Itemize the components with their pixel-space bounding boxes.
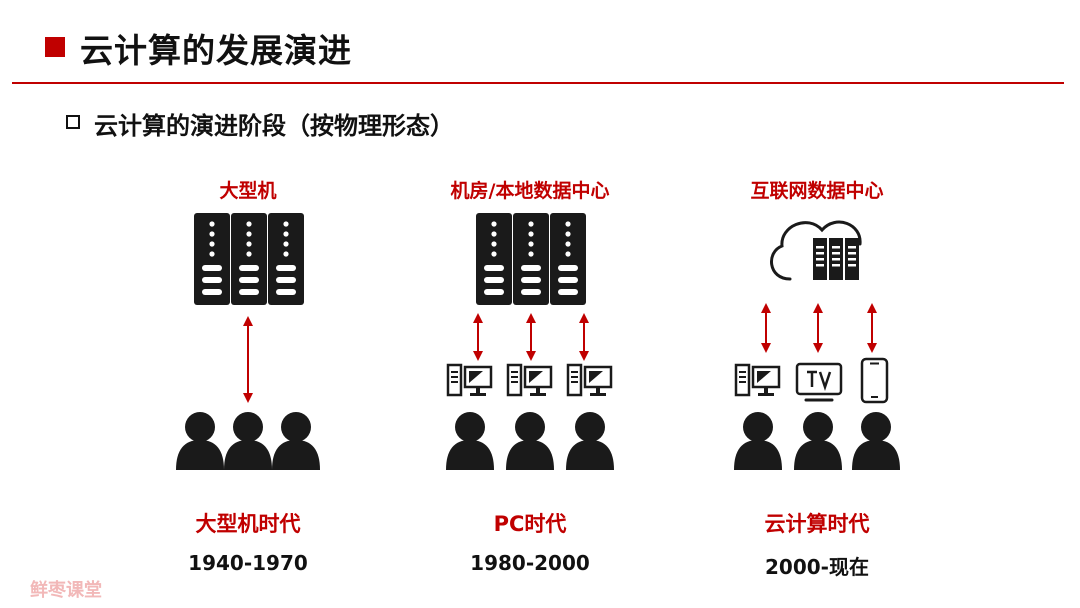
pc-icons <box>446 363 613 398</box>
era-datacenter-label: 机房/本地数据中心 <box>450 180 610 202</box>
smartphone-icon <box>860 357 889 404</box>
era-mainframe-label: 大型机 <box>219 180 277 202</box>
watermark-text: 鲜枣课堂 <box>30 580 102 601</box>
era-mainframe-years: 1940-1970 <box>188 551 308 575</box>
desktop-pc-icon <box>734 363 781 398</box>
title-divider <box>12 82 1064 84</box>
era-mainframe-name: 大型机时代 <box>195 512 301 536</box>
era-pc-years: 1980-2000 <box>470 551 590 575</box>
era-cloud-years: 2000-现在 <box>765 555 869 579</box>
mainframe-rack-icon <box>194 213 304 305</box>
mainframe-users-icon <box>176 412 320 470</box>
title-marker <box>45 37 65 57</box>
cloud-users-icon <box>734 412 900 470</box>
cloud-server-icon <box>770 220 862 281</box>
page-title: 云计算的发展演进 <box>80 31 352 70</box>
tv-icon <box>795 362 843 402</box>
datacenter-rack-icon <box>476 213 586 305</box>
section-subtitle: 云计算的演进阶段（按物理形态） <box>94 112 454 140</box>
bullet-square <box>66 115 80 129</box>
era-idc-label: 互联网数据中心 <box>750 180 884 202</box>
pc-users-icon <box>446 412 614 470</box>
era-cloud-name: 云计算时代 <box>764 512 870 536</box>
era-pc-name: PC时代 <box>493 512 567 536</box>
